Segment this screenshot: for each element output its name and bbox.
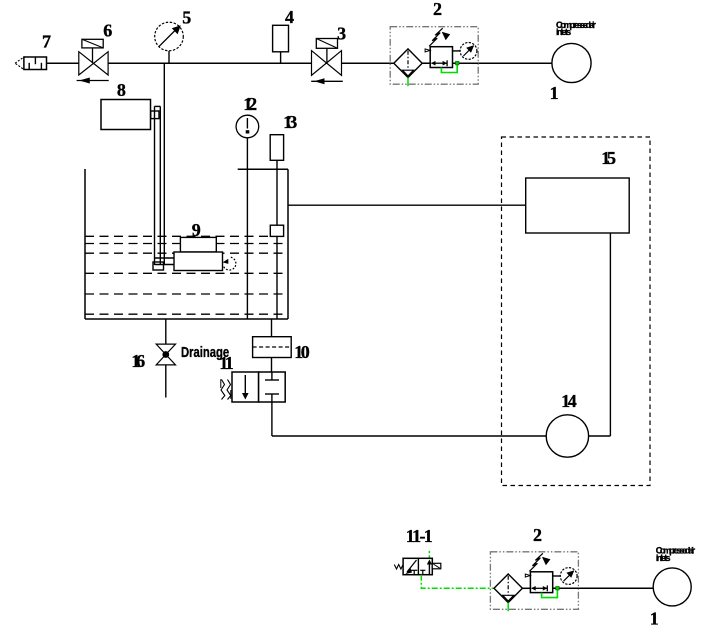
svg-text:8: 8 — [117, 80, 126, 100]
svg-text:5: 5 — [182, 7, 191, 27]
svg-text:9: 9 — [192, 220, 201, 240]
svg-text:4: 4 — [285, 7, 294, 27]
svg-text:Drainage: Drainage — [181, 344, 229, 361]
svg-text:12: 12 — [243, 94, 257, 114]
svg-text:7: 7 — [42, 32, 51, 52]
svg-text:10: 10 — [294, 342, 309, 362]
svg-text:Compressed air: Compressed air — [656, 546, 696, 556]
svg-text:14: 14 — [561, 391, 577, 411]
svg-text:13: 13 — [283, 112, 297, 132]
svg-text:16: 16 — [131, 351, 145, 371]
svg-text:inlets: inlets — [556, 27, 571, 37]
svg-text:1: 1 — [650, 608, 659, 627]
svg-text:2: 2 — [433, 0, 442, 19]
svg-text:11: 11 — [219, 353, 233, 373]
svg-text:11-1: 11-1 — [406, 526, 433, 546]
svg-text:inlets: inlets — [656, 553, 671, 563]
svg-text:2: 2 — [533, 525, 542, 545]
svg-text:Compressed air: Compressed air — [556, 20, 596, 30]
svg-text:6: 6 — [103, 20, 112, 40]
svg-text:15: 15 — [601, 148, 616, 168]
svg-text:1: 1 — [550, 83, 559, 103]
svg-text:3: 3 — [337, 24, 346, 44]
